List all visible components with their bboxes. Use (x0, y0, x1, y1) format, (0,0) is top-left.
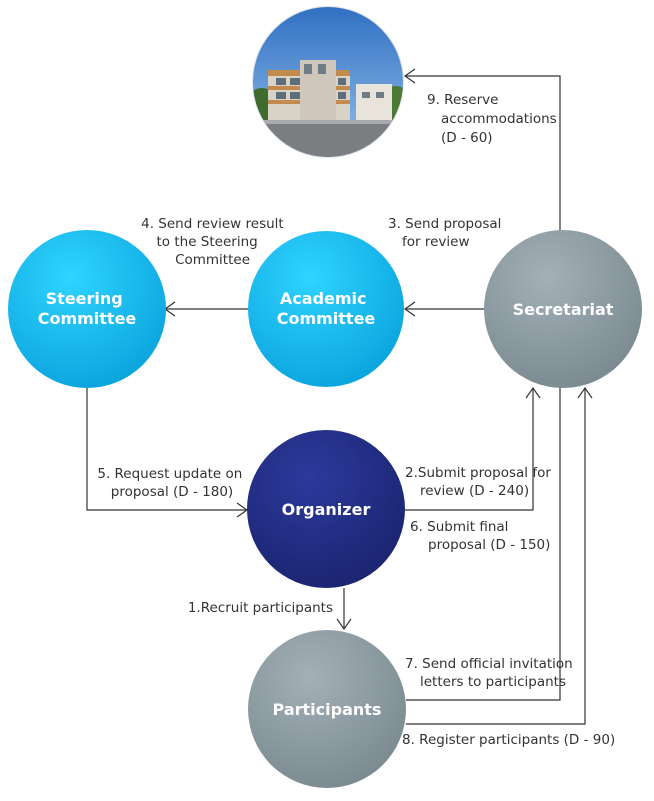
arrowhead (336, 618, 352, 631)
edge-secretariat-participants (406, 386, 561, 701)
arrowhead (403, 68, 416, 84)
step-5-label: 5. Request update on proposal (D - 180) (97, 466, 246, 500)
node-label: Participants (273, 700, 382, 719)
step-9-label: 9. Reserve accommodations (D - 60) (427, 92, 561, 146)
connectors (86, 68, 593, 725)
arrowhead (236, 502, 249, 518)
node-label: Organizer (282, 500, 371, 519)
arrowhead (577, 386, 593, 399)
step-3-label: 3. Send proposal for review (388, 216, 506, 250)
node-label: Steering Committee (38, 289, 137, 328)
arrowhead (525, 386, 541, 399)
arrowhead (403, 301, 416, 317)
edge-participants-secretariat (406, 389, 586, 725)
step-7-label: 7. Send official invitation letters to p… (405, 656, 577, 690)
edge-steering-organizer (86, 388, 246, 511)
node-label: Secretariat (513, 300, 614, 319)
edge-secretariat-accommodation (406, 75, 561, 231)
step-1-label: 1.Recruit participants (188, 600, 333, 616)
node-academic-committee: Academic Committee (248, 231, 404, 387)
step-8-label: 8. Register participants (D - 90) (402, 732, 615, 748)
node-label: Academic Committee (277, 289, 376, 328)
building-photo (252, 6, 404, 158)
node-steering-committee: Steering Committee (8, 230, 166, 388)
step-2-label: 2.Submit proposal for review (D - 240) (405, 465, 555, 499)
step-6-label: 6. Submit final proposal (D - 150) (410, 519, 550, 553)
edge-organizer-secretariat (405, 389, 534, 511)
node-participants: Participants (248, 630, 406, 788)
step-4-label: 4. Send review result to the Steering Co… (141, 216, 288, 268)
node-organizer: Organizer (247, 430, 405, 588)
node-secretariat: Secretariat (484, 230, 642, 388)
